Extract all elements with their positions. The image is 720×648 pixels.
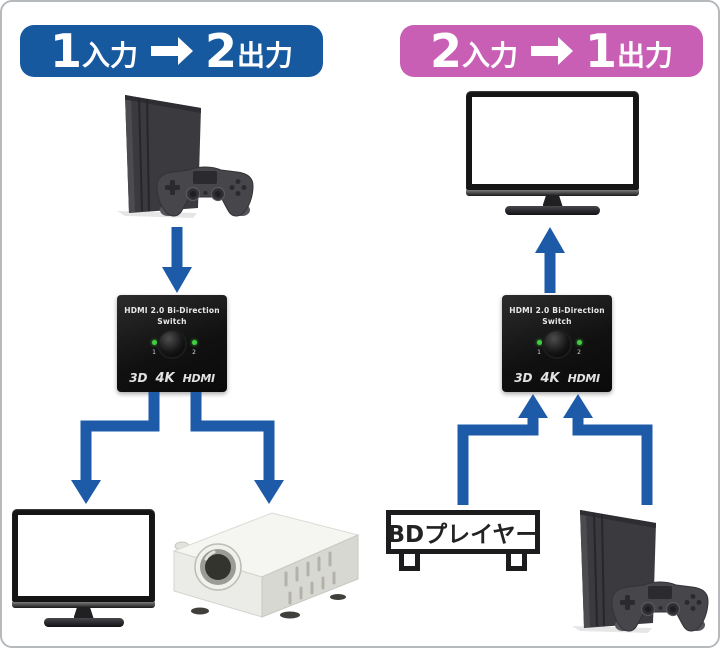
monitor-bezel: [466, 91, 639, 190]
switch-logos: 3D 4K HDMI: [117, 371, 227, 386]
bd-player-label: BDプレイヤー: [386, 510, 540, 554]
badge-in-count: 1: [49, 24, 82, 78]
port2-label: 2: [577, 349, 581, 356]
monitor-chin: [12, 602, 155, 608]
badge-out-label: 出力: [617, 38, 674, 72]
badge-out-label: 出力: [237, 38, 294, 72]
bd-sign-leg: [506, 554, 527, 571]
switch-title: HDMI 2.0 Bi-Direction Switch: [502, 306, 612, 327]
switch-controls: 1 2: [117, 328, 227, 366]
projector-icon: [170, 505, 362, 620]
right-arrow-icon: [529, 36, 574, 66]
hdmi-switch-left: HDMI 2.0 Bi-Direction Switch 1 2 3D 4K H…: [117, 295, 227, 392]
split-arrows-icon: [71, 392, 284, 504]
ps4-console-icon: [97, 89, 267, 224]
port1-label: 1: [537, 349, 541, 356]
right-arrow-icon: [149, 36, 194, 66]
monitor-stand-base: [505, 206, 600, 215]
3d-logo: 3D: [514, 371, 533, 385]
green-led-icon: [536, 340, 542, 345]
hdmi-switch-right: HDMI 2.0 Bi-Direction Switch 1 2 3D 4K H…: [502, 295, 612, 392]
4k-logo: 4K: [155, 371, 175, 386]
monitor-screen: [472, 97, 633, 184]
tv-monitor-top-right: [466, 91, 639, 215]
switch-title-line1: HDMI 2.0 Bi-Direction: [509, 306, 605, 315]
bd-sign-leg: [399, 554, 420, 571]
green-led-icon: [191, 340, 197, 345]
monitor-stand-base: [43, 618, 124, 627]
badge-out-count: 1: [585, 24, 618, 78]
green-led-icon: [151, 340, 157, 345]
led-port1: 1: [148, 340, 160, 356]
monitor-screen: [18, 515, 149, 596]
up-arrow-icon: [535, 227, 565, 293]
switch-title-line2: Switch: [157, 316, 187, 326]
monitor-stand-neck: [73, 607, 94, 618]
badge-out-count: 2: [205, 24, 238, 78]
badge-in-label: 入力: [81, 38, 138, 72]
bd-player-text: BDプレイヤー: [387, 522, 539, 548]
switch-logos: 3D 4K HDMI: [502, 371, 612, 386]
monitor-chin: [466, 190, 639, 196]
merge-arrows-icon: [457, 394, 653, 505]
switch-title-line1: HDMI 2.0 Bi-Direction: [124, 306, 220, 315]
badge-in-count: 2: [429, 24, 462, 78]
switch-title-line2: Switch: [542, 316, 572, 326]
bd-player-sign: BDプレイヤー: [386, 510, 540, 571]
led-port2: 2: [573, 340, 585, 356]
down-arrow-icon: [162, 227, 192, 293]
port2-label: 2: [192, 349, 196, 356]
led-port1: 1: [533, 340, 545, 356]
ps4-console-icon: [552, 504, 720, 639]
switch-button-icon: [157, 329, 187, 359]
hdmi-logo: HDMI: [567, 372, 600, 385]
tv-monitor-bottom-left: [12, 509, 155, 627]
3d-logo: 3D: [129, 371, 148, 385]
port1-label: 1: [152, 349, 156, 356]
4k-logo: 4K: [540, 371, 560, 386]
badge-2in-1out: 2 入力 1 出力: [400, 25, 703, 77]
monitor-stand-neck: [542, 195, 563, 206]
bd-sign-legs: [386, 554, 540, 571]
switch-controls: 1 2: [502, 328, 612, 366]
led-port2: 2: [188, 340, 200, 356]
switch-title: HDMI 2.0 Bi-Direction Switch: [117, 306, 227, 327]
badge-1in-2out: 1 入力 2 出力: [20, 25, 323, 77]
green-led-icon: [576, 340, 582, 345]
switch-button-icon: [542, 329, 572, 359]
hdmi-logo: HDMI: [182, 372, 215, 385]
monitor-bezel: [12, 509, 155, 602]
badge-in-label: 入力: [461, 38, 518, 72]
